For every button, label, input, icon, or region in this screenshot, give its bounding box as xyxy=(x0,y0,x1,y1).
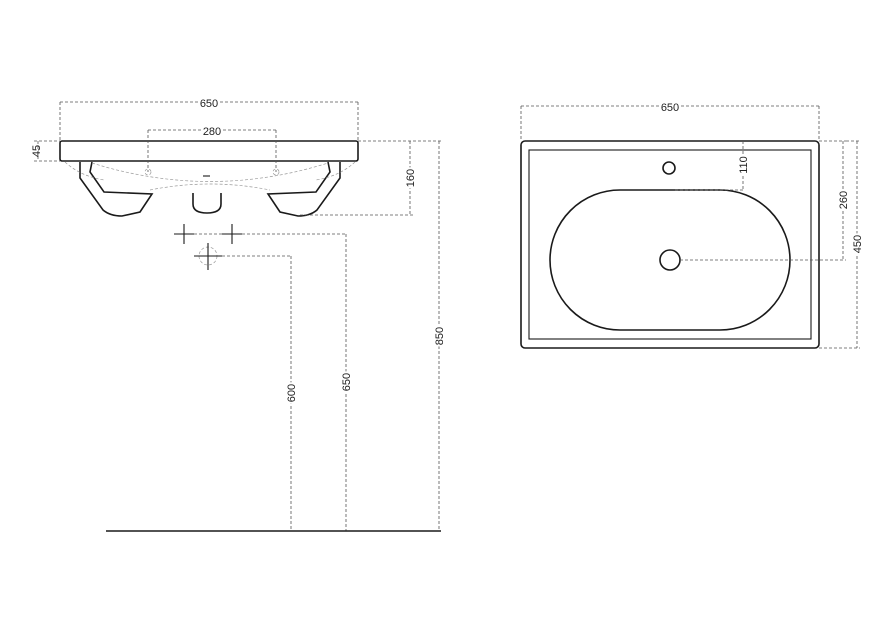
dim-label-110: 110 xyxy=(738,156,750,174)
top-view: 650 110 260 450 xyxy=(520,100,866,349)
hidden-bowl-rim xyxy=(64,161,105,181)
dim-overall-depth: 450 xyxy=(819,140,866,349)
dim-label-450: 450 xyxy=(852,235,864,253)
dim-label-280: 280 xyxy=(203,126,221,138)
hidden-bowl-line xyxy=(91,162,329,182)
dim-overall-width-side: 650 xyxy=(59,96,359,141)
dim-label-160: 160 xyxy=(405,169,417,187)
basin-drain-outlet xyxy=(192,193,222,214)
dim-bowl-depth: 160 xyxy=(300,140,419,216)
dim-tap-spacing: 280 xyxy=(147,124,277,172)
water-inlet-symbols xyxy=(174,224,346,270)
dim-label-650-top: 650 xyxy=(661,102,679,114)
dim-label-650-vertical: 650 xyxy=(341,373,353,391)
basin-left-foot xyxy=(79,161,154,217)
tap-hole xyxy=(662,161,676,175)
dim-rim-thickness: 45 xyxy=(31,140,60,162)
drain-hole xyxy=(659,249,681,271)
basin-rim-slab xyxy=(59,140,359,162)
basin-right-foot xyxy=(266,161,341,217)
dim-label-650-side: 650 xyxy=(200,98,218,110)
dim-label-260: 260 xyxy=(838,191,850,209)
hidden-bowl-curve xyxy=(149,183,271,191)
dim-drain-height: 650 xyxy=(339,234,355,531)
basin-inner-outline xyxy=(528,149,812,340)
dim-overall-width-top: 650 xyxy=(520,100,820,141)
dim-label-850: 850 xyxy=(434,327,446,345)
dim-label-45: 45 xyxy=(31,145,43,157)
basin-bowl-oval xyxy=(549,189,791,331)
tap-hole-left xyxy=(144,168,152,176)
dim-tap-hole-offset: 110 xyxy=(675,141,752,191)
hidden-bowl-rim-right xyxy=(315,161,356,181)
dim-total-height: 850 xyxy=(413,140,448,531)
side-view: 650 280 45 160 850 xyxy=(31,96,448,532)
dim-label-600: 600 xyxy=(286,384,298,402)
tap-hole-right xyxy=(272,168,280,176)
dim-inlet-height: 600 xyxy=(284,256,300,531)
basin-outer-outline xyxy=(520,140,820,349)
dim-drain-offset: 260 xyxy=(680,140,852,261)
